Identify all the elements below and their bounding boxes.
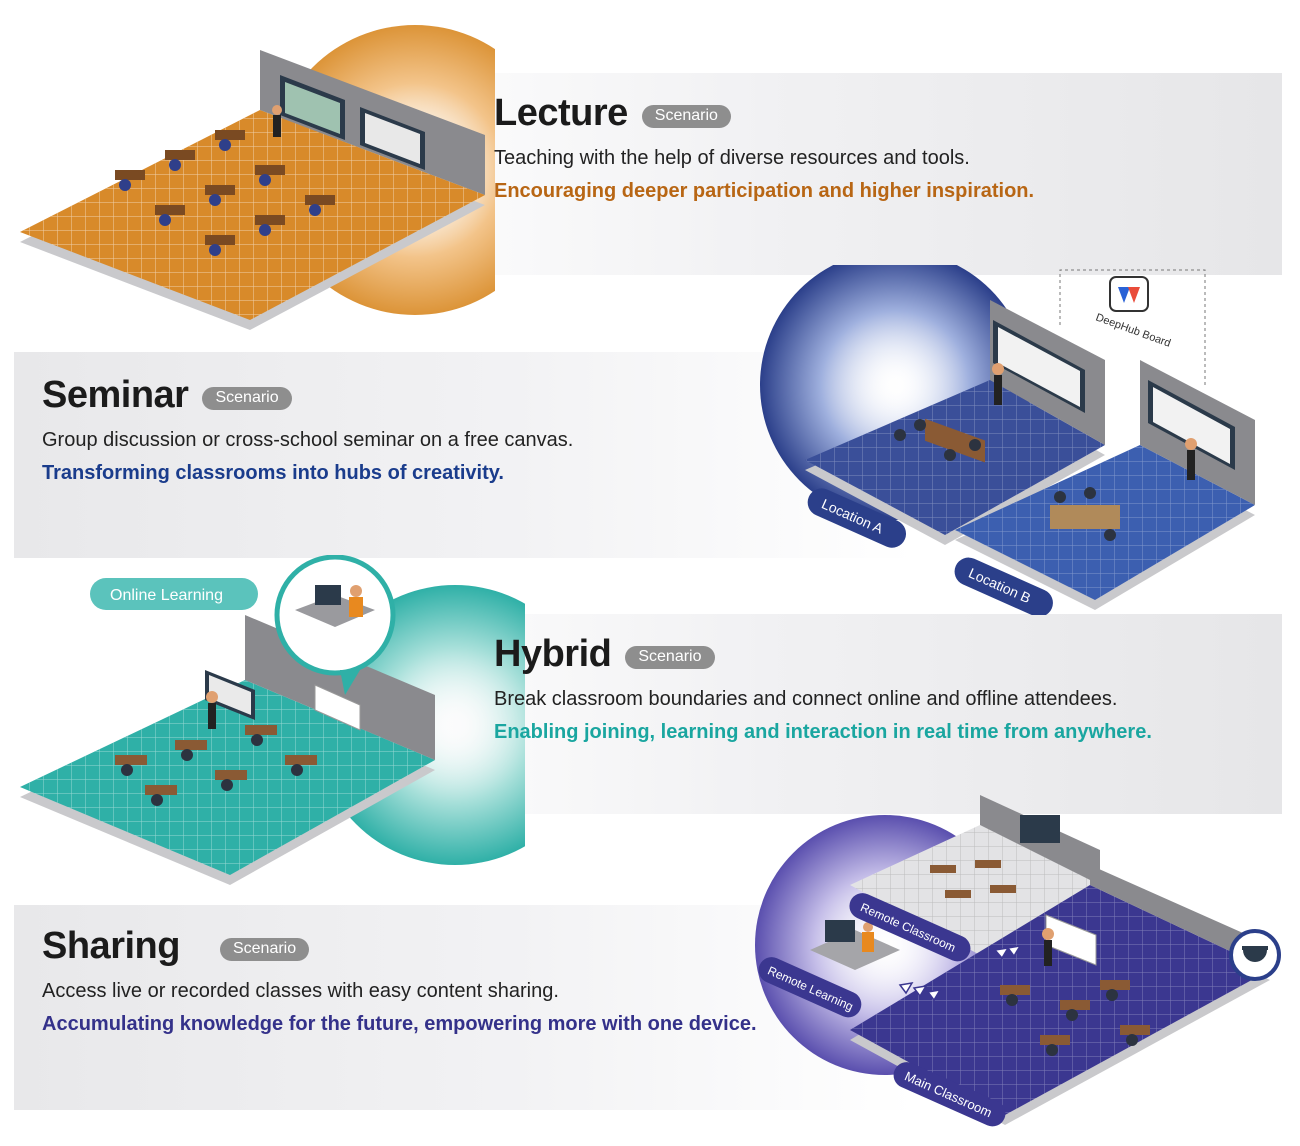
seminar-description: Group discussion or cross-school seminar…	[42, 429, 574, 451]
lecture-badge: Scenario	[641, 105, 731, 128]
deephub-logo-icon	[1109, 276, 1149, 312]
hybrid-badge: Scenario	[625, 646, 715, 669]
presenter-figure-b	[1185, 438, 1197, 480]
hybrid-tagline: Enabling joining, learning and interacti…	[494, 721, 1152, 743]
sharing-illustration: Remote Classroom Remote Learning Main Cl…	[755, 795, 1281, 1127]
seminar-block: Seminar Scenario Group discussion or cro…	[42, 374, 573, 485]
teacher-figure-sharing	[1042, 928, 1054, 966]
sharing-title: Sharing	[42, 925, 180, 967]
lecture-tagline: Encouraging deeper participation and hig…	[494, 180, 1035, 202]
seminar-badge: Scenario	[202, 387, 292, 410]
teacher-figure	[272, 105, 282, 137]
online-learning-label: Online Learning	[110, 587, 223, 604]
deephub-board-label: DeepHub Board	[1094, 312, 1172, 350]
seminar-title: Seminar	[42, 374, 189, 416]
sharing-badge: Scenario	[219, 938, 310, 961]
stream-arrows	[898, 944, 1022, 1002]
dome-camera-icon	[1229, 929, 1281, 981]
lecture-description: Teaching with the help of diverse resour…	[494, 147, 970, 169]
presenter-figure-a	[992, 363, 1004, 405]
lecture-illustration	[20, 25, 495, 330]
seminar-illustration: DeepHub Board Location A Location B	[760, 265, 1255, 615]
online-learner-bubble	[274, 555, 396, 695]
seminar-tagline: Transforming classrooms into hubs of cre…	[42, 462, 504, 484]
sharing-block: Sharing Scenario Access live or recorded…	[42, 925, 757, 1036]
lecture-title: Lecture	[494, 92, 628, 134]
hybrid-illustration: Online Learning	[20, 555, 525, 885]
sharing-tagline: Accumulating knowledge for the future, e…	[42, 1013, 757, 1035]
hybrid-description: Break classroom boundaries and connect o…	[494, 688, 1118, 710]
lecture-panel	[340, 73, 1282, 275]
online-learning-pill: Online Learning	[90, 578, 258, 610]
teacher-figure-hybrid	[206, 691, 218, 729]
hybrid-title: Hybrid	[494, 633, 612, 675]
lecture-block: Lecture Scenario Teaching with the help …	[494, 92, 1034, 203]
sharing-description: Access live or recorded classes with eas…	[42, 980, 559, 1002]
hybrid-block: Hybrid Scenario Break classroom boundari…	[494, 633, 1152, 744]
